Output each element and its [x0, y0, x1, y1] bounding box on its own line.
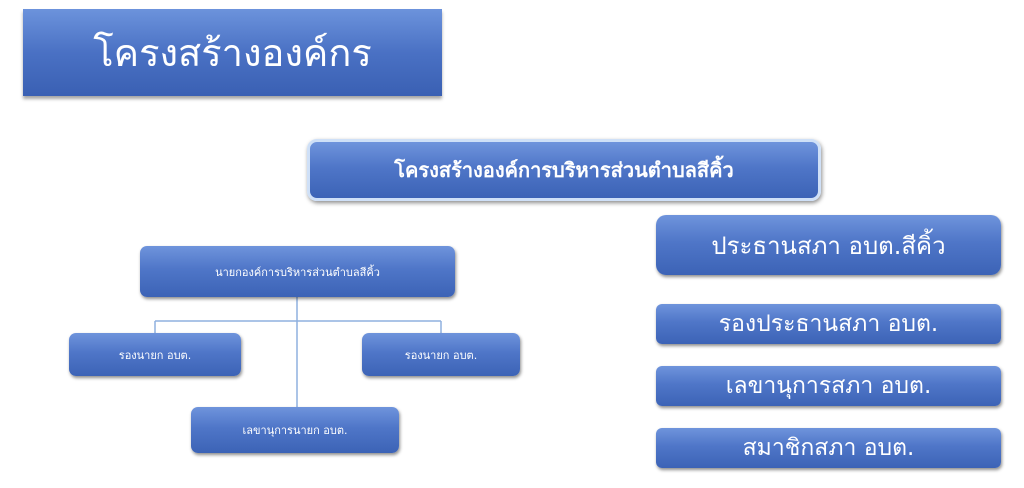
page-title-text: โครงสร้างองค์กร	[93, 31, 372, 75]
org-structure-main-box: โครงสร้างองค์การบริหารส่วนตำบลสีคิ้ว	[307, 139, 821, 201]
mayor-text: นายกองค์การบริหารส่วนตำบลสีคิ้ว	[215, 265, 380, 279]
council-secretary-box: เลขานุการสภา อบต.	[656, 366, 1001, 406]
council-vice-chair-box: รองประธานสภา อบต.	[656, 304, 1001, 344]
council-secretary-text: เลขานุการสภา อบต.	[725, 373, 932, 399]
mayor-secretary-box: เลขานุการนายก อบต.	[191, 407, 399, 453]
council-members-text: สมาชิกสภา อบต.	[742, 435, 915, 461]
main-box-text: โครงสร้างองค์การบริหารส่วนตำบลสีคิ้ว	[394, 158, 734, 182]
council-members-box: สมาชิกสภา อบต.	[656, 428, 1001, 468]
deputy-mayor-right-text: รองนายก อบต.	[404, 348, 478, 362]
council-chair-box: ประธานสภา อบต.สีคิ้ว	[656, 215, 1001, 275]
mayor-secretary-text: เลขานุการนายก อบต.	[242, 424, 348, 437]
page-title: โครงสร้างองค์กร	[23, 9, 442, 96]
council-chair-text: ประธานสภา อบต.สีคิ้ว	[711, 231, 946, 260]
deputy-mayor-left-text: รองนายก อบต.	[118, 348, 192, 362]
mayor-box: นายกองค์การบริหารส่วนตำบลสีคิ้ว	[140, 246, 455, 297]
deputy-mayor-left-box: รองนายก อบต.	[69, 333, 241, 376]
council-vice-chair-text: รองประธานสภา อบต.	[718, 311, 939, 337]
deputy-mayor-right-box: รองนายก อบต.	[362, 333, 520, 376]
